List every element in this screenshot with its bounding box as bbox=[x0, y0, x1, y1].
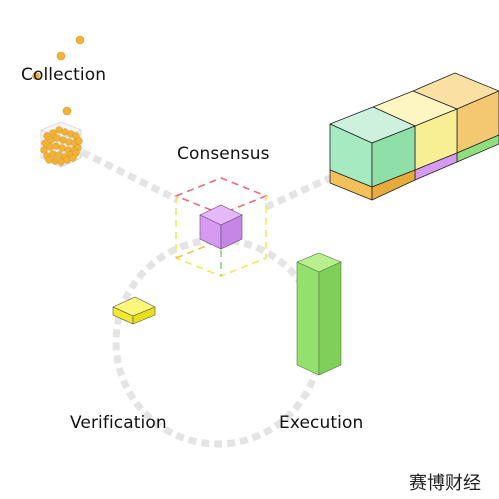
collection-coins bbox=[32, 35, 85, 116]
collection-label: Collection bbox=[21, 65, 107, 85]
execution-block bbox=[296, 252, 342, 376]
coin bbox=[32, 72, 40, 80]
coin bbox=[75, 137, 83, 145]
coin bbox=[46, 143, 54, 151]
coin bbox=[56, 51, 66, 61]
coin bbox=[40, 146, 48, 154]
flow-path bbox=[80, 148, 332, 448]
consensus-cube bbox=[199, 204, 243, 250]
collection-cube bbox=[39, 121, 83, 168]
verification-block bbox=[112, 296, 156, 325]
verification-label: Verification bbox=[70, 413, 167, 433]
coin bbox=[49, 129, 57, 137]
block-chain bbox=[329, 72, 499, 201]
watermark-text: 赛博财经 bbox=[409, 473, 481, 494]
coin bbox=[65, 138, 73, 146]
coin bbox=[45, 156, 53, 164]
consensus-to-blocks-path bbox=[264, 174, 332, 211]
consensus-label: Consensus bbox=[177, 144, 270, 164]
coin bbox=[49, 150, 57, 158]
coin bbox=[62, 106, 72, 116]
collection-to-consensus-path bbox=[80, 148, 180, 204]
coin bbox=[69, 154, 77, 162]
cube-coins bbox=[40, 126, 83, 166]
coin bbox=[75, 35, 85, 45]
block-peach bbox=[412, 72, 499, 163]
execution-label: Execution bbox=[279, 413, 364, 433]
coin bbox=[41, 139, 49, 147]
block-green bbox=[329, 106, 416, 201]
coin bbox=[51, 157, 59, 165]
